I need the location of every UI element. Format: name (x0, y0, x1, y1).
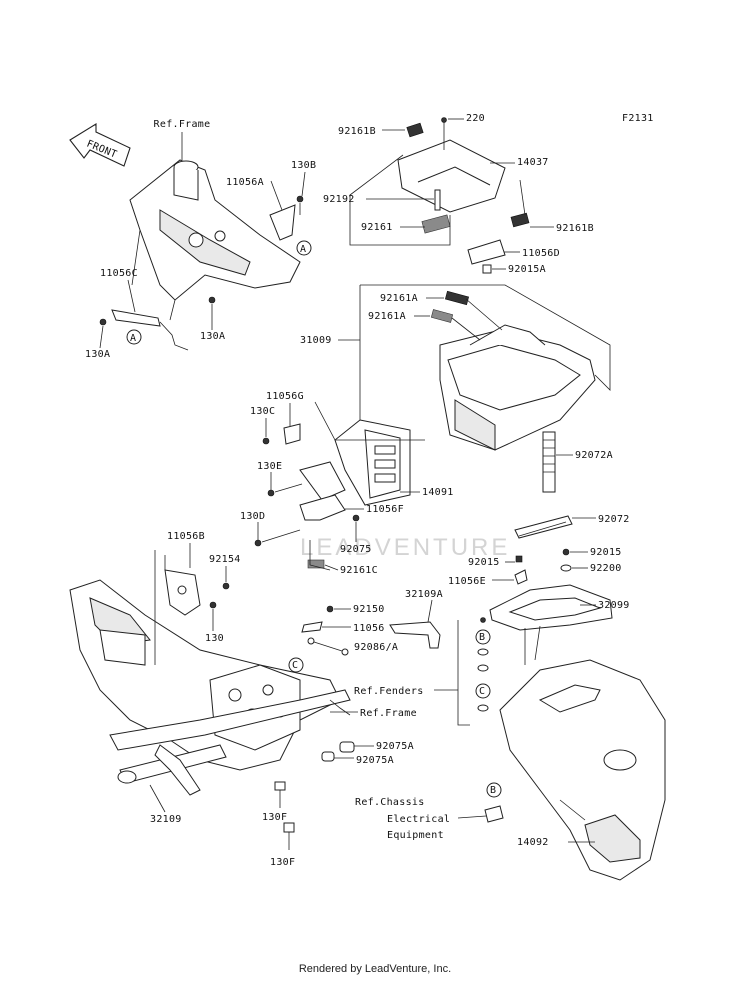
part-92161A-2: 92161A (368, 311, 406, 322)
part-92015A: 92015A (508, 264, 546, 275)
ref-fenders: Ref.Fenders (354, 686, 424, 697)
part-92150: 92150 (353, 604, 385, 615)
part-92161B-right: 92161B (556, 223, 594, 234)
part-92086A: 92086/A (354, 642, 398, 653)
part-130E: 130E (257, 461, 282, 472)
part-11056C: 11056C (100, 268, 138, 279)
figure-code: F2131 (622, 113, 654, 124)
part-130F-2: 130F (270, 857, 295, 868)
main-frame-illustration (69, 550, 441, 850)
callout-c-2: C (292, 660, 298, 671)
part-92075A-1: 92075A (376, 741, 414, 752)
part-14092: 14092 (517, 837, 549, 848)
callout-a-bottom: A (130, 333, 136, 344)
part-32109A: 32109A (405, 589, 443, 600)
part-130A-left: 130A (85, 349, 110, 360)
part-92015-left: 92015 (468, 557, 500, 568)
callout-b-2: B (490, 785, 496, 796)
part-130B: 130B (291, 160, 316, 171)
part-92015-right: 92015 (590, 547, 622, 558)
front-arrow-icon: FRONT (69, 123, 131, 167)
part-11056F: 11056F (366, 504, 404, 515)
cover-illustration (349, 117, 530, 274)
part-92192: 92192 (323, 194, 355, 205)
part-92161: 92161 (361, 222, 393, 233)
part-130C: 130C (250, 406, 275, 417)
watermark: LEADVENTURE (300, 534, 510, 561)
ref-frame-top: Ref.Frame (154, 119, 211, 130)
part-92200: 92200 (590, 563, 622, 574)
part-92072: 92072 (598, 514, 630, 525)
strap-and-fender-bracket-illustration (457, 515, 666, 881)
part-11056: 11056 (353, 623, 385, 634)
ref-chassis-1: Ref.Chassis (355, 797, 425, 808)
ref-chassis-2: Electrical (387, 814, 450, 825)
part-92075: 92075 (340, 544, 372, 555)
battery-case-illustration (359, 284, 611, 493)
part-92072A: 92072A (575, 450, 613, 461)
part-11056E: 11056E (448, 576, 486, 587)
part-130: 130 (205, 633, 224, 644)
part-92161B-top: 92161B (338, 126, 376, 137)
part-11056B: 11056B (167, 531, 205, 542)
part-11056A: 11056A (226, 177, 264, 188)
part-130D: 130D (240, 511, 265, 522)
part-92154: 92154 (209, 554, 241, 565)
ref-chassis-3: Equipment (387, 830, 444, 841)
callout-a-top: A (300, 244, 306, 255)
footer-credit: Rendered by LeadVenture, Inc. (298, 963, 452, 975)
part-31009: 31009 (300, 335, 332, 346)
part-130F-1: 130F (262, 812, 287, 823)
part-32109: 32109 (150, 814, 182, 825)
bracket-14091-illustration (254, 401, 411, 571)
part-11056G: 11056G (266, 391, 304, 402)
part-11056D: 11056D (522, 248, 560, 259)
part-32099: 32099 (598, 600, 630, 611)
part-220: 220 (466, 113, 485, 124)
part-92075A-2: 92075A (356, 755, 394, 766)
ref-frame-bottom: Ref.Frame (360, 708, 417, 719)
part-130A-right: 130A (200, 331, 225, 342)
part-92161C: 92161C (340, 565, 378, 576)
part-14037: 14037 (517, 157, 549, 168)
part-92161A-1: 92161A (380, 293, 418, 304)
callout-b-1: B (479, 632, 485, 643)
part-14091: 14091 (422, 487, 454, 498)
callout-c-1: C (479, 686, 485, 697)
frame-head-illustration (99, 159, 312, 351)
